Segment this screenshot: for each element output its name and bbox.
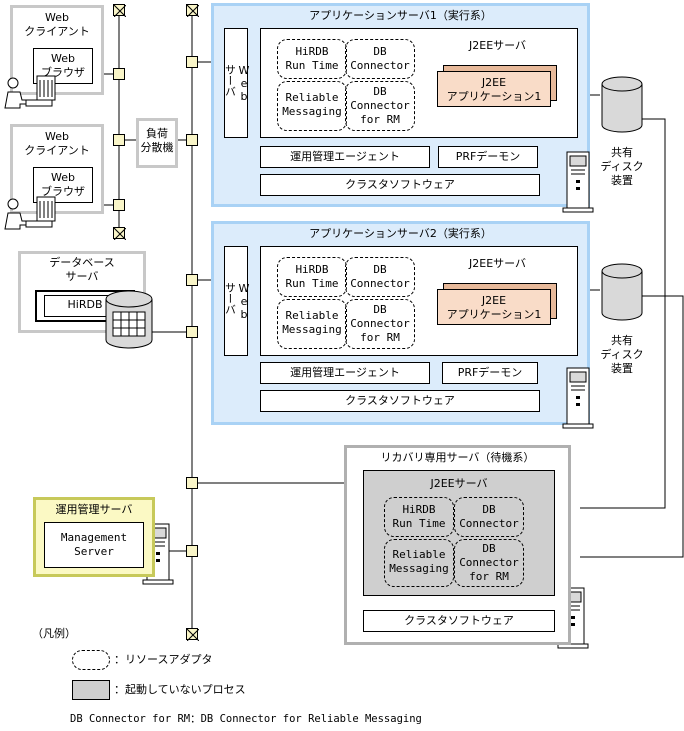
web-client-1: Web クライアント Web ブラウザ: [10, 5, 104, 95]
reliable-messaging-adapter: Reliable Messaging: [384, 539, 454, 587]
web-client-1-browser: Web ブラウザ: [33, 48, 93, 84]
bus-terminator-top-left: [113, 4, 126, 17]
cluster-software: クラスタソフトウェア: [260, 174, 540, 196]
j2ee-application-1: J2EE アプリケーション1: [437, 289, 551, 325]
app-server-1: アプリケーションサーバ1（実行系） Web サーバ J2EEサーバ HiRDB …: [211, 3, 590, 207]
hirdb-runtime-adapter: HiRDB Run Time: [277, 257, 347, 297]
cluster-software: クラスタソフトウェア: [363, 610, 555, 632]
app-server-1-web-server: Web サーバ: [223, 28, 251, 138]
web-client-2-browser: Web ブラウザ: [33, 167, 93, 203]
web-client-2: Web クライアント Web ブラウザ: [10, 124, 104, 214]
bus-terminator-bottom-left: [113, 227, 126, 240]
shared-disk-2-label: 共有 ディスク 装置: [600, 334, 644, 375]
cluster-software: クラスタソフトウェア: [260, 390, 540, 412]
web-server-label: Web サーバ: [223, 63, 251, 103]
mgmt-agent: 運用管理エージェント: [260, 362, 430, 384]
db-connector-adapter: DB Connector: [454, 497, 524, 537]
j2ee-server-label: J2EEサーバ: [469, 39, 527, 52]
web-client-1-title: Web クライアント: [24, 11, 90, 38]
database-server: データベース サーバ HiRDB: [18, 251, 146, 333]
bus-connector: [186, 326, 198, 338]
hirdb-box: HiRDB: [35, 290, 135, 322]
bus-connector: [113, 199, 125, 211]
reliable-messaging-adapter: Reliable Messaging: [277, 81, 347, 131]
web-client-2-title: Web クライアント: [24, 130, 90, 157]
legend-inactive-label: ：起動していないプロセス: [114, 683, 246, 696]
bus-terminator-top-main: [186, 4, 199, 17]
j2ee-server-label: J2EEサーバ: [430, 477, 488, 490]
legend-title: （凡例）: [32, 627, 76, 640]
app-server-2-j2ee-server: J2EEサーバ HiRDB Run Time DB Connector Reli…: [260, 246, 578, 356]
app-server-1-j2ee-server: J2EEサーバ HiRDB Run Time DB Connector Reli…: [260, 28, 578, 138]
app-server-2: アプリケーションサーバ2（実行系） Web サーバ J2EEサーバ HiRDB …: [211, 221, 590, 425]
legend-footnote: DB Connector for RM：DB Connector for Rel…: [70, 713, 422, 725]
shared-disk-1-label: 共有 ディスク 装置: [600, 146, 644, 187]
bus-terminator-bottom-main: [186, 628, 199, 641]
database-server-title: データベース サーバ: [49, 256, 115, 283]
bus-connector: [113, 134, 125, 146]
reliable-messaging-adapter: Reliable Messaging: [277, 299, 347, 349]
recovery-server: リカバリ専用サーバ（待機系） J2EEサーバ HiRDB Run Time DB…: [344, 445, 571, 645]
bus-connector: [186, 134, 198, 146]
app-server-1-title: アプリケーションサーバ1（実行系）: [309, 9, 492, 22]
load-balancer: 負荷 分散機: [136, 118, 178, 168]
bus-connector: [186, 545, 198, 557]
j2ee-server-label: J2EEサーバ: [469, 257, 527, 270]
hirdb-runtime-adapter: HiRDB Run Time: [384, 497, 454, 537]
recovery-server-title: リカバリ専用サーバ（待機系）: [380, 451, 535, 464]
bus-connector: [113, 68, 125, 80]
mgmt-server-title: 運用管理サーバ: [55, 503, 133, 516]
mgmt-server: 運用管理サーバ Management Server: [33, 497, 155, 577]
hirdb-label: HiRDB: [44, 295, 126, 317]
db-connector-adapter: DB Connector: [345, 257, 415, 297]
db-connector-adapter: DB Connector: [345, 39, 415, 79]
management-server-label: Management Server: [44, 522, 144, 568]
db-connector-rm-adapter: DB Connector for RM: [454, 539, 524, 587]
db-connector-rm-adapter: DB Connector for RM: [345, 299, 415, 349]
app-server-2-web-server: Web サーバ: [223, 246, 251, 356]
db-connector-rm-adapter: DB Connector for RM: [345, 81, 415, 131]
legend-inactive-swatch: [72, 680, 110, 700]
recovery-j2ee-server: J2EEサーバ HiRDB Run Time DB Connector Reli…: [363, 470, 555, 596]
bus-connector: [186, 274, 198, 286]
prf-daemon: PRFデーモン: [438, 146, 538, 168]
bus-connector: [186, 477, 198, 489]
web-server-label: Web サーバ: [223, 281, 251, 321]
bus-connector: [186, 56, 198, 68]
legend-resource-adapter-label: ：リソースアダプタ: [114, 653, 213, 666]
app-server-2-title: アプリケーションサーバ2（実行系）: [309, 227, 492, 240]
legend-resource-adapter-swatch: [72, 650, 110, 670]
mgmt-agent: 運用管理エージェント: [260, 146, 430, 168]
j2ee-application-1: J2EE アプリケーション1: [437, 71, 551, 107]
hirdb-runtime-adapter: HiRDB Run Time: [277, 39, 347, 79]
prf-daemon: PRFデーモン: [442, 362, 538, 384]
